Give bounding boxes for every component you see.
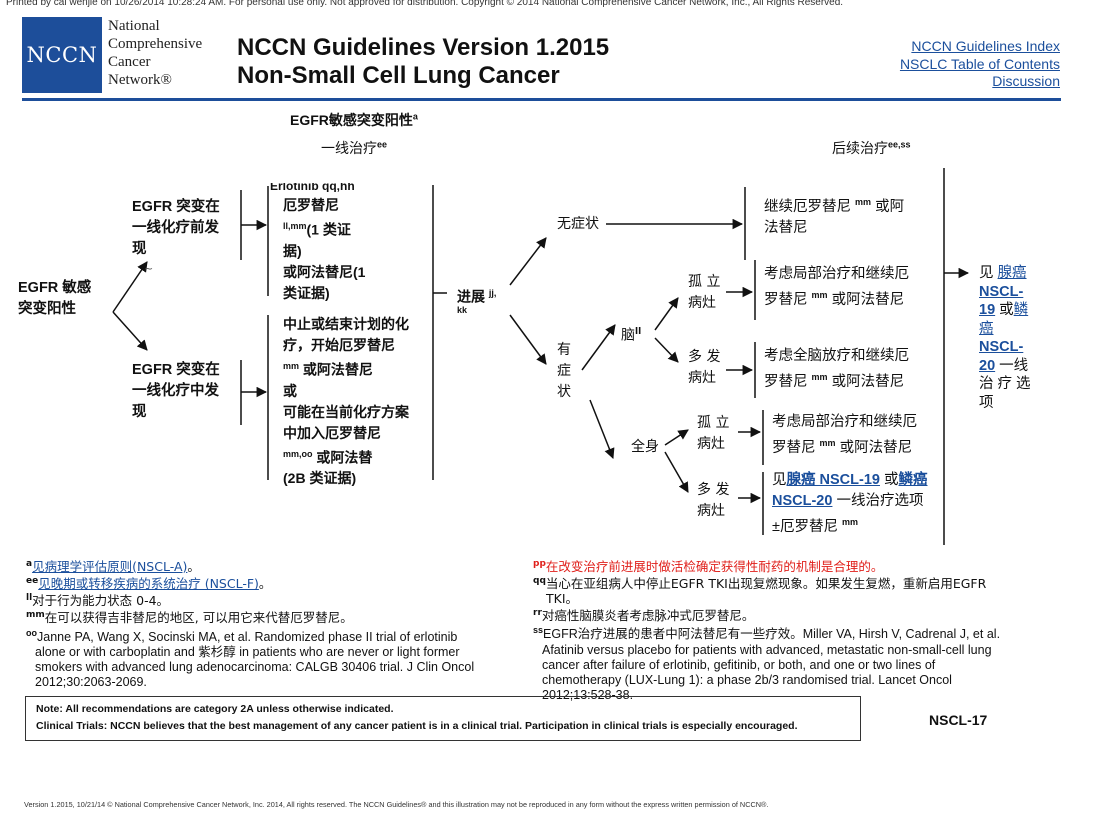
logo-wordmark: National Comprehensive Cancer Network® bbox=[108, 17, 202, 89]
main-header: EGFR敏感突变阳性a bbox=[290, 111, 418, 128]
print-notice: Printed by cai wenjie on 10/26/2014 10:2… bbox=[6, 0, 844, 8]
page-id: NSCL-17 bbox=[929, 712, 988, 728]
subsequent-header: 后续治疗ee,ss bbox=[832, 139, 911, 156]
right-squamous-link-b[interactable]: 癌 bbox=[979, 320, 994, 337]
nscl20-link[interactable]: NSCL-20 bbox=[772, 493, 833, 509]
right-adeno-link[interactable]: 腺癌 bbox=[997, 265, 1027, 281]
right-squamous-link-a[interactable]: 鳞 bbox=[1013, 302, 1029, 318]
right-19-link[interactable]: 19 bbox=[979, 302, 996, 318]
right-nscl20-link[interactable]: NSCL- bbox=[979, 339, 1024, 355]
during-chemo-treatment: 中止或结束计划的化 疗，开始厄罗替尼 mm 或阿法替尼 或 可能在当前化疗方案 … bbox=[283, 316, 409, 487]
systemic-solitary-node: 孤 立病灶 bbox=[697, 415, 730, 452]
systemic-node: 全身 bbox=[631, 439, 659, 455]
adenocarcinoma-link[interactable]: 腺癌 NSCL-19 bbox=[786, 472, 880, 488]
brain-multiple-node: 多 发病灶 bbox=[688, 349, 721, 386]
guidelines-index-link[interactable]: NCCN Guidelines Index bbox=[911, 38, 1060, 54]
systemic-solitary-treatment: 考虑局部治疗和继续厄 罗替尼 mm 或阿法替尼 bbox=[772, 414, 917, 456]
brain-multiple-treatment: 考虑全脑放疗和继续厄 罗替尼 mm 或阿法替尼 bbox=[764, 348, 909, 390]
footnotes-right: pp在改变治疗前进展时做活检确定获得性耐药的机制是合理的。 qq当心在亚组病人中… bbox=[533, 559, 1001, 702]
logo-line: Network® bbox=[108, 72, 172, 88]
discussion-link[interactable]: Discussion bbox=[992, 73, 1060, 89]
root-node: EGFR 敏感突变阳性 bbox=[18, 280, 92, 317]
cut-tilde: ~ bbox=[144, 262, 154, 275]
right-20-link[interactable]: 20 bbox=[979, 357, 996, 374]
title-line-1: NCCN Guidelines Version 1.2015 bbox=[237, 34, 610, 61]
logo-line: National bbox=[108, 18, 160, 34]
copyright-line: Version 1.2015, 10/21/14 © National Comp… bbox=[24, 800, 769, 809]
before-chemo-treatment: 厄罗替尼 ll,mm(1 类证 据) 或阿法替尼(1 类证据) bbox=[283, 197, 366, 301]
brain-solitary-treatment: 考虑局部治疗和继续厄 罗替尼 mm 或阿法替尼 bbox=[764, 266, 909, 308]
progression-node: 进展 jj, bbox=[457, 288, 497, 305]
header-divider bbox=[22, 98, 1061, 101]
brain-node: 脑ll bbox=[621, 327, 642, 344]
clipped-header-text: Erlotinib qq,hh bbox=[270, 183, 355, 192]
logo-mark: NCCN bbox=[26, 43, 98, 67]
nccn-logo: NCCN bbox=[22, 17, 102, 93]
logo-line: Cancer bbox=[108, 54, 151, 70]
footnote-a-link[interactable]: 见病理学评估原则(NSCL-A) bbox=[32, 559, 188, 575]
systemic-multiple-node: 多 发病灶 bbox=[697, 482, 730, 519]
page-title: NCCN Guidelines Version 1.2015 Non-Small… bbox=[237, 34, 609, 90]
title-line-2: Non-Small Cell Lung Cancer bbox=[237, 62, 560, 89]
asymptomatic-node: 无症状 bbox=[557, 216, 599, 232]
right-nscl19-link[interactable]: NSCL- bbox=[979, 283, 1024, 300]
toc-link[interactable]: NSCLC Table of Contents bbox=[899, 55, 1060, 72]
brain-solitary-node: 孤 立病灶 bbox=[688, 274, 721, 311]
logo-line: Comprehensive bbox=[108, 36, 203, 52]
footnotes-left: a见病理学评估原则(NSCL-A)。 ee见晚期或转移疾病的系统治疗 (NSCL… bbox=[26, 559, 475, 689]
note-line-1: Note: All recommendations are category 2… bbox=[36, 703, 394, 715]
squamous-link[interactable]: 鳞癌 bbox=[898, 472, 928, 488]
first-line-header: 一线治疗ee bbox=[321, 139, 388, 156]
before-chemo-node: EGFR 突变在一线化疗前发现 bbox=[132, 199, 220, 257]
asymptomatic-treatment: 继续厄罗替尼 mm 或阿 法替尼 bbox=[764, 197, 905, 236]
during-chemo-node: EGFR 突变在一线化疗中发现 bbox=[132, 362, 220, 420]
note-line-2: Clinical Trials: NCCN believes that the … bbox=[36, 720, 798, 732]
right-column-options: 见 腺癌 NSCL- 19 或鳞 癌 NSCL- 20 一线 治 疗 选 项 bbox=[979, 265, 1031, 411]
systemic-multiple-treatment: 见腺癌 NSCL-19 或鳞癌 NSCL-20 一线治疗选项 ±厄罗替尼 mm bbox=[772, 472, 928, 535]
top-links: NCCN Guidelines Index NSCLC Table of Con… bbox=[900, 38, 1060, 91]
footnote-ee-link[interactable]: 见晚期或转移疾病的系统治疗 (NSCL-F) bbox=[38, 576, 259, 592]
progression-sup: kk bbox=[457, 305, 468, 315]
symptomatic-node: 有症状 bbox=[557, 342, 571, 400]
note-box: Note: All recommendations are category 2… bbox=[25, 696, 861, 741]
